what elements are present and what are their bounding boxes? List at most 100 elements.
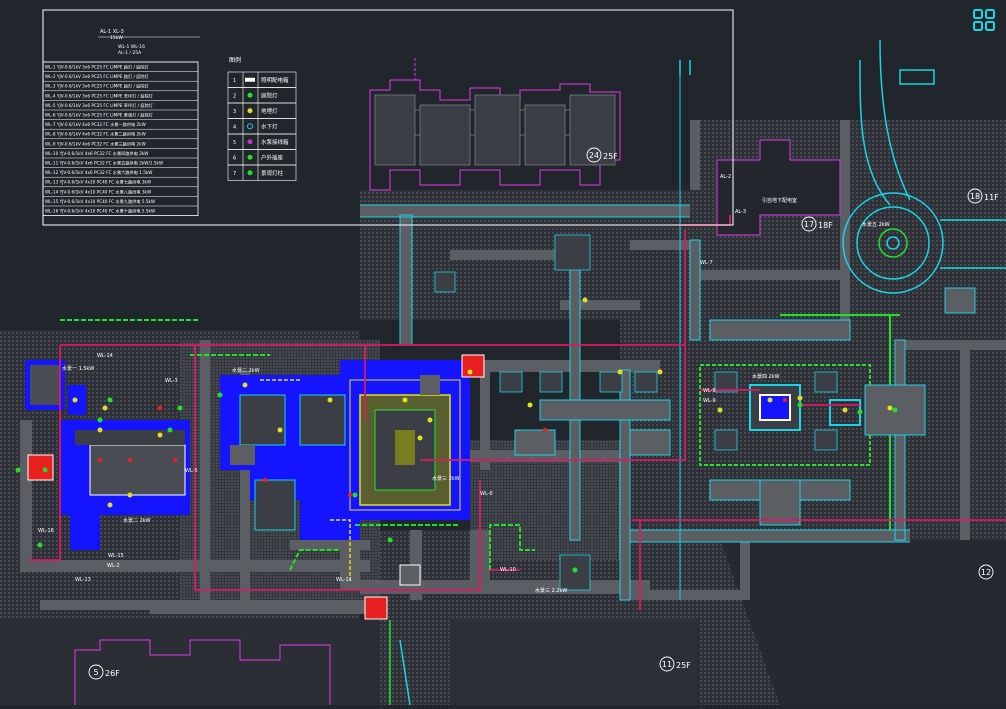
light-fixture — [527, 402, 533, 408]
schedule-row: WL-15 YJV-0.6/1kV 4x10 PC40 FC 水景九路供电 5.… — [45, 198, 155, 205]
schedule-row: WL-14 YJV-0.6/1kV 4x10 PC40 FC 水景八路供电 3k… — [45, 188, 151, 195]
light-fixture — [427, 417, 433, 423]
building-24-grid — [374, 94, 616, 166]
pump-box-icon — [247, 139, 253, 145]
svg-text:18: 18 — [970, 192, 980, 201]
light-fixture — [387, 537, 393, 543]
schedule-rows: WL-1 YJV-0.6/1kV 3x6 PC25 FC LIMPE 路灯 / … — [42, 61, 199, 217]
garden-light-icon — [247, 92, 253, 98]
light-fixture — [467, 369, 473, 375]
buried-light-icon — [247, 108, 253, 114]
legend-label: 户外插座 — [261, 154, 284, 162]
light-fixture — [242, 382, 248, 388]
light-fixture — [97, 427, 103, 433]
light-fixture — [277, 427, 283, 433]
legend-num: 1 — [233, 78, 236, 84]
light-fixture — [417, 435, 423, 441]
schedule-row: WL-2 YJV-0.6/1kV 3x6 PC25 FC LIMPE 路灯 / … — [45, 73, 150, 80]
legend-num: 5 — [233, 140, 236, 146]
schedule-row: WL-8 YJV-0.6/1kV 4x6 PC32 FC 水景二路供电 2kW — [45, 131, 146, 138]
schedule-title: AL-1 XL-3 — [100, 29, 124, 35]
svg-text:24: 24 — [589, 151, 599, 160]
schedule-header-sub: AL-1 / 25A — [118, 50, 142, 56]
note-al2: AL-2 — [720, 174, 731, 180]
label-wl11: WL-11 — [336, 577, 352, 583]
red-feature-squares — [364, 354, 485, 620]
svg-text:18F: 18F — [818, 221, 833, 230]
legend-num: 7 — [233, 171, 236, 177]
label-wl5: WL-5 — [185, 468, 198, 474]
note-al3: AL-3 — [735, 209, 746, 215]
light-fixture — [797, 395, 803, 401]
light-fixture — [107, 502, 113, 508]
left-water-feature — [25, 360, 190, 550]
note-wf2: 水景二 2kW — [123, 517, 151, 524]
svg-text:5: 5 — [93, 668, 98, 677]
svg-text:25F: 25F — [676, 661, 691, 670]
light-fixture — [767, 397, 773, 403]
light-fixture — [352, 492, 358, 498]
building-marker: 12 — [978, 564, 994, 580]
schedule-row: WL-7 YJV-0.6/1kV 4x6 PC32 FC 水景一路供电 2kW — [45, 121, 146, 128]
light-fixture — [157, 405, 163, 411]
light-fixture — [37, 542, 43, 548]
green-lighting-circuits — [60, 319, 535, 571]
east-plaza — [699, 314, 900, 530]
light-fixture — [582, 297, 588, 303]
label-wl16: WL-16 — [38, 528, 54, 534]
schedule-header: WL-1 WL-16 — [118, 44, 145, 50]
label-wl2: WL-2 — [107, 563, 120, 569]
schedule-row: WL-5 YJV-0.6/1kV 3x6 PC25 FC LIMPE 草坪灯 /… — [45, 102, 154, 109]
label-wl15: WL-15 — [108, 553, 124, 559]
legend-num: 4 — [233, 125, 236, 131]
schedule-sub: 15kW — [110, 35, 123, 41]
legend-num: 6 — [233, 156, 236, 162]
walkways — [20, 120, 1006, 614]
grid-view-icon[interactable] — [972, 8, 996, 32]
east-plaza-grid — [434, 234, 838, 591]
note-wf3: 水景三 2kW — [432, 475, 460, 482]
svg-text:17: 17 — [804, 220, 814, 229]
light-fixture — [347, 492, 353, 498]
light-fixture — [127, 492, 133, 498]
roundabout — [842, 39, 944, 294]
building-12-block — [450, 620, 700, 705]
label-wl10: WL-10 — [500, 567, 516, 573]
light-fixture — [542, 427, 548, 433]
underwater-light-icon — [247, 123, 253, 130]
note-underground: 引自地下配电室 — [762, 197, 797, 204]
light-fixture — [102, 405, 108, 411]
light-fixture — [617, 369, 623, 375]
light-fixture — [797, 402, 803, 408]
schedule-row: WL-6 YJV-0.6/1kV 3x6 PC25 FC LIMPE 景观灯 /… — [45, 112, 154, 119]
building-marker: 5 26F — [88, 664, 120, 680]
legend-label: 照明配电箱 — [261, 76, 289, 84]
light-fixture — [15, 467, 21, 473]
schedule-row: WL-11 YJV-0.6/1kV 4x6 PC32 FC 水景五路供电 2kW… — [45, 160, 163, 167]
light-fixture — [72, 397, 78, 403]
light-fixture — [97, 417, 103, 423]
light-fixture — [107, 397, 113, 403]
light-fixture — [327, 397, 333, 403]
legend-num: 2 — [233, 94, 236, 100]
outdoor-socket-icon — [247, 154, 253, 160]
note-wf5: 水景三 2.2kW — [535, 587, 567, 594]
label-wl14: WL-14 — [97, 353, 113, 359]
note-wf-top: 水景二 2kW — [232, 367, 260, 374]
central-water-feature — [220, 360, 470, 540]
schedule-row: WL-13 YJV-0.6/1kV 4x10 PC40 FC 水景七路供电 3k… — [45, 179, 151, 186]
svg-text:26F: 26F — [105, 669, 120, 678]
light-fixture — [887, 405, 893, 411]
light-fixture — [127, 457, 133, 463]
schedule-row: WL-1 YJV-0.6/1kV 3x6 PC25 FC LIMPE 路灯 / … — [45, 64, 150, 71]
legend-label: 庭院灯 — [261, 92, 278, 100]
schedule-row: WL-10 YJV-0.6/1kV 4x6 PC32 FC 水景四路供电 2kW — [45, 150, 148, 157]
label-wl8: WL-8 — [703, 388, 716, 394]
